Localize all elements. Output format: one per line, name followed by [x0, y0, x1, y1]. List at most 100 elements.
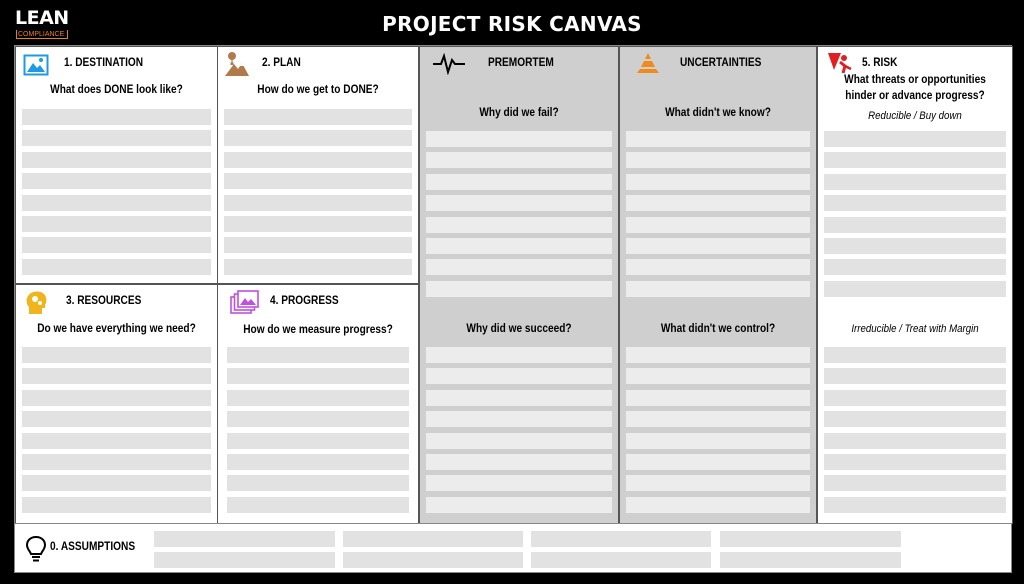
input-line[interactable]: [626, 195, 810, 212]
input-line[interactable]: [426, 496, 612, 513]
input-line[interactable]: [426, 432, 612, 449]
input-line[interactable]: [824, 131, 1006, 147]
input-line[interactable]: [824, 173, 1006, 190]
progress-lines[interactable]: [227, 347, 409, 518]
input-line[interactable]: [22, 389, 211, 406]
input-line[interactable]: [227, 496, 409, 513]
input-line[interactable]: [224, 151, 412, 168]
input-line[interactable]: [426, 216, 612, 233]
assumption-line[interactable]: [343, 531, 523, 547]
input-line[interactable]: [426, 453, 612, 470]
input-line[interactable]: [227, 368, 409, 385]
input-line[interactable]: [227, 432, 409, 449]
input-line[interactable]: [426, 347, 612, 363]
uncertainties-know-lines[interactable]: [626, 131, 810, 302]
input-line[interactable]: [22, 411, 211, 428]
input-line[interactable]: [22, 258, 211, 275]
assumption-line[interactable]: [531, 531, 711, 547]
input-line[interactable]: [22, 173, 211, 190]
input-line[interactable]: [22, 215, 211, 232]
input-line[interactable]: [626, 389, 810, 406]
input-line[interactable]: [227, 453, 409, 470]
input-line[interactable]: [626, 259, 810, 276]
input-line[interactable]: [224, 194, 412, 211]
assumption-line[interactable]: [720, 552, 901, 568]
input-line[interactable]: [224, 109, 412, 125]
input-line[interactable]: [22, 237, 211, 254]
assumption-line[interactable]: [154, 552, 335, 568]
input-line[interactable]: [626, 216, 810, 233]
input-line[interactable]: [824, 389, 1006, 406]
resources-lines[interactable]: [22, 347, 211, 518]
input-line[interactable]: [626, 411, 810, 428]
input-line[interactable]: [626, 173, 810, 190]
input-line[interactable]: [224, 215, 412, 232]
input-line[interactable]: [22, 194, 211, 211]
input-line[interactable]: [22, 347, 211, 363]
input-line[interactable]: [227, 389, 409, 406]
input-line[interactable]: [626, 496, 810, 513]
assumption-line[interactable]: [154, 531, 335, 547]
input-line[interactable]: [824, 496, 1006, 513]
input-line[interactable]: [426, 237, 612, 254]
input-line[interactable]: [227, 475, 409, 492]
input-line[interactable]: [224, 237, 412, 254]
input-line[interactable]: [426, 173, 612, 190]
input-line[interactable]: [626, 475, 810, 492]
input-line[interactable]: [426, 195, 612, 212]
input-line[interactable]: [426, 131, 612, 147]
input-line[interactable]: [626, 368, 810, 385]
destination-lines[interactable]: [22, 109, 211, 280]
input-line[interactable]: [824, 411, 1006, 428]
input-line[interactable]: [426, 389, 612, 406]
input-line[interactable]: [426, 259, 612, 276]
input-line[interactable]: [22, 475, 211, 492]
input-line[interactable]: [824, 259, 1006, 276]
input-line[interactable]: [824, 475, 1006, 492]
input-line[interactable]: [824, 432, 1006, 449]
logo-word: LEAN: [15, 7, 69, 29]
input-line[interactable]: [22, 432, 211, 449]
assumption-line[interactable]: [343, 552, 523, 568]
input-line[interactable]: [426, 368, 612, 385]
input-line[interactable]: [626, 237, 810, 254]
input-line[interactable]: [227, 411, 409, 428]
input-line[interactable]: [22, 130, 211, 147]
input-line[interactable]: [626, 152, 810, 169]
input-line[interactable]: [824, 152, 1006, 169]
input-line[interactable]: [227, 347, 409, 363]
input-line[interactable]: [426, 475, 612, 492]
input-line[interactable]: [22, 109, 211, 125]
plan-lines[interactable]: [224, 109, 412, 280]
premortem-fail-lines[interactable]: [426, 131, 612, 302]
premortem-succeed-lines[interactable]: [426, 347, 612, 518]
input-line[interactable]: [626, 280, 810, 297]
input-line[interactable]: [824, 237, 1006, 254]
input-line[interactable]: [22, 496, 211, 513]
input-line[interactable]: [426, 152, 612, 169]
input-line[interactable]: [426, 411, 612, 428]
input-line[interactable]: [626, 432, 810, 449]
risk-irreducible-lines[interactable]: [824, 347, 1006, 518]
input-line[interactable]: [824, 280, 1006, 297]
input-line[interactable]: [426, 280, 612, 297]
uncertainties-control-lines[interactable]: [626, 347, 810, 518]
input-line[interactable]: [824, 368, 1006, 385]
input-line[interactable]: [824, 453, 1006, 470]
assumption-line[interactable]: [720, 531, 901, 547]
input-line[interactable]: [626, 347, 810, 363]
input-line[interactable]: [824, 195, 1006, 212]
input-line[interactable]: [224, 130, 412, 147]
assumption-line[interactable]: [531, 552, 711, 568]
input-line[interactable]: [22, 368, 211, 385]
risk-reducible-lines[interactable]: [824, 131, 1006, 302]
input-line[interactable]: [626, 131, 810, 147]
input-line[interactable]: [22, 453, 211, 470]
input-line[interactable]: [824, 216, 1006, 233]
input-line[interactable]: [824, 347, 1006, 363]
input-line[interactable]: [224, 258, 412, 275]
input-line[interactable]: [224, 173, 412, 190]
input-line[interactable]: [626, 453, 810, 470]
input-line[interactable]: [22, 151, 211, 168]
